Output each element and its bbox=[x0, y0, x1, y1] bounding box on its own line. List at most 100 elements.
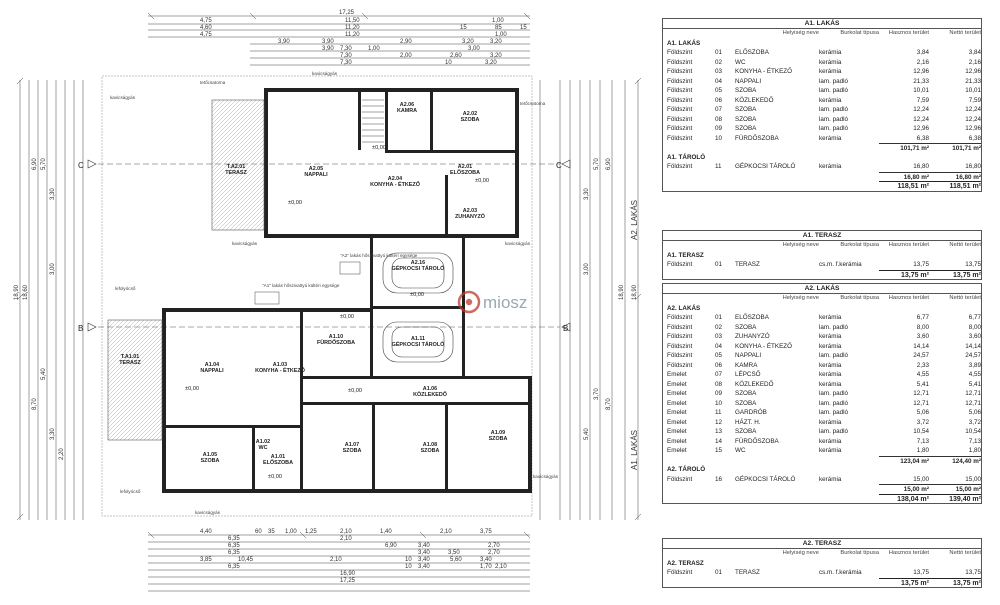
subtotal-net: 15,00 m² bbox=[929, 484, 981, 494]
row-net-area: 10,01 bbox=[965, 87, 981, 94]
table-title: A2. LAKÁS bbox=[663, 284, 981, 294]
section-title: A2. TERASZ bbox=[667, 559, 704, 567]
row-number: 10 bbox=[715, 134, 723, 142]
level-marks: ±0,00 ±0,00 ±0,00 ±0,00 ±0,00 ±0,00 ±0,0… bbox=[185, 145, 489, 480]
row-floor-type: cs.m. f.kerámia bbox=[819, 569, 862, 576]
row-net-area: 5,06 bbox=[968, 409, 981, 416]
room-code: A1.08 bbox=[423, 442, 437, 448]
row-useful-area: 12,71 bbox=[913, 399, 929, 407]
dim-text: 3,20 bbox=[490, 39, 502, 45]
col-header-net: Nettó terület bbox=[949, 295, 981, 301]
row-net-area: 1,80 bbox=[968, 447, 981, 454]
row-number: 02 bbox=[715, 58, 723, 66]
row-useful-area: 13,75 bbox=[913, 569, 929, 576]
dim-text: 18,90 bbox=[14, 284, 20, 300]
row-floor-level: Földszint bbox=[667, 314, 693, 321]
col-header-floor: Burkolat típusa bbox=[840, 295, 879, 301]
row-room-name: SZOBA bbox=[735, 323, 757, 331]
row-floor-type: lam. padló bbox=[819, 399, 849, 407]
room-code: A2.01 bbox=[458, 164, 472, 170]
subtotal-useful: 16,80 m² bbox=[879, 171, 929, 182]
row-room-name: ZUHANYZÓ bbox=[735, 333, 770, 340]
dim-text: 1,00 bbox=[492, 18, 504, 24]
row-number: 07 bbox=[715, 371, 723, 378]
col-header-useful: Hasznos terület bbox=[888, 30, 929, 36]
row-floor-type: kerámia bbox=[819, 380, 842, 388]
terrace-a1 bbox=[107, 319, 163, 441]
row-number: 15 bbox=[715, 447, 723, 454]
side-label-a1: A1. LAKÁS bbox=[630, 430, 639, 470]
row-net-area: 3,89 bbox=[968, 361, 981, 369]
row-net-area: 6,38 bbox=[968, 134, 981, 142]
total-net: 118,51 m² bbox=[929, 181, 981, 191]
row-room-name: TERASZ bbox=[735, 261, 760, 268]
row-net-area: 13,75 bbox=[965, 569, 981, 576]
row-net-area: 4,55 bbox=[968, 371, 981, 378]
room-code: A2.04 bbox=[388, 176, 402, 182]
row-room-name: ELŐSZOBA bbox=[735, 314, 769, 321]
dim-text: 5,60 bbox=[450, 557, 462, 563]
dim-text: 7,30 bbox=[340, 53, 352, 59]
subtotal-net: 16,80 m² bbox=[929, 171, 981, 182]
row-floor-level: Földszint bbox=[667, 361, 693, 369]
dim-text: 3,70 bbox=[594, 388, 600, 400]
room-name: ZUHANYZÓ bbox=[455, 212, 485, 220]
dim-text: 1,40 bbox=[380, 529, 392, 535]
row-number: 02 bbox=[715, 323, 723, 331]
row-floor-level: Földszint bbox=[667, 333, 693, 340]
dim-text: 7,30 bbox=[340, 60, 352, 66]
room-code: A1.10 bbox=[329, 334, 343, 340]
row-number: 14 bbox=[715, 437, 723, 445]
dim-text: 4,40 bbox=[200, 529, 212, 535]
dim-text: 3,00 bbox=[468, 46, 480, 52]
col-header-useful: Hasznos terület bbox=[888, 242, 929, 248]
dim-text: 4,75 bbox=[200, 32, 212, 38]
room-name: KÖZLEKEDŐ bbox=[413, 391, 447, 398]
subtotal-row: 123,04 m² 124,40 m² bbox=[663, 455, 981, 466]
row-number: 08 bbox=[715, 380, 723, 388]
row-useful-area: 15,00 bbox=[913, 475, 929, 483]
room-name: FÜRDŐSZOBA bbox=[317, 339, 355, 346]
row-floor-level: Emelet bbox=[667, 418, 687, 426]
row-net-area: 14,14 bbox=[965, 342, 981, 350]
row-net-area: 15,00 bbox=[965, 475, 981, 483]
dim-text: 3,40 bbox=[418, 550, 430, 556]
total-net: 139,40 m² bbox=[929, 493, 981, 504]
row-floor-level: Emelet bbox=[667, 380, 687, 388]
subtotal-row: 101,71 m² 101,71 m² bbox=[663, 143, 981, 153]
dim-text: 3,30 bbox=[50, 428, 56, 440]
row-room-name: SZOBA bbox=[735, 125, 757, 132]
col-header-useful: Hasznos terület bbox=[888, 550, 929, 556]
row-floor-type: kerámia bbox=[819, 333, 842, 340]
row-floor-level: Emelet bbox=[667, 399, 687, 407]
dim-text: 5,40 bbox=[584, 428, 590, 440]
row-room-name: NAPPALI bbox=[735, 77, 762, 85]
row-useful-area: 10,01 bbox=[913, 87, 929, 94]
dim-text: 2,70 bbox=[488, 550, 500, 556]
total-row: 138,04 m² 139,40 m² bbox=[663, 493, 981, 504]
row-room-name: FÜRDŐSZOBA bbox=[735, 437, 779, 445]
col-header-name: Helyiség neve bbox=[782, 295, 819, 301]
dim-text: 10 bbox=[445, 60, 452, 66]
row-number: 13 bbox=[715, 428, 723, 435]
row-floor-level: Földszint bbox=[667, 115, 693, 123]
dimension-texts-left: 18,90 18,60 6,90 5,70 3,30 3,00 8,70 5,4… bbox=[14, 158, 65, 460]
subtotal-useful: 15,00 m² bbox=[879, 484, 929, 494]
level-mark: ±0,00 bbox=[348, 388, 362, 394]
section-title: A1. TERASZ bbox=[667, 251, 704, 259]
section-title: A2. TÁROLÓ bbox=[667, 466, 706, 473]
row-number: 16 bbox=[715, 475, 723, 483]
row-floor-level: Földszint bbox=[667, 96, 693, 104]
row-useful-area: 2,16 bbox=[916, 58, 929, 66]
dim-text: 35 bbox=[268, 529, 275, 535]
dim-text: 10 bbox=[405, 564, 412, 570]
